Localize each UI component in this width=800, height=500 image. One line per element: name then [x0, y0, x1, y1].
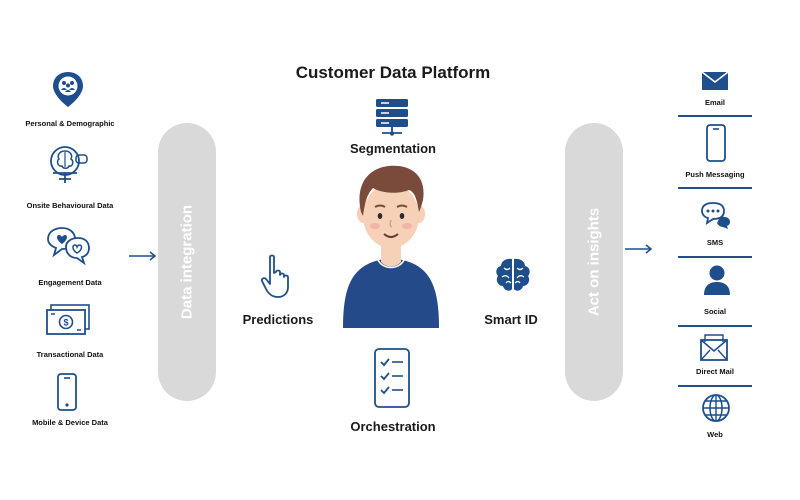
chat-bubbles-icon	[701, 202, 730, 229]
channel-divider	[678, 187, 752, 189]
channel-label-email: Email	[704, 98, 725, 107]
segmentation-label: Segmentation	[350, 141, 436, 156]
act-on-insights-label: Act on insights	[585, 207, 603, 317]
channel-label-sms: SMS	[706, 238, 724, 247]
user-icon	[704, 265, 730, 295]
channel-label-social: Social	[703, 307, 727, 316]
source-label-engagement: Engagement Data	[38, 278, 102, 287]
data-integration-label: Data integration	[178, 204, 196, 320]
channel-label-push: Push Messaging	[685, 170, 745, 179]
money-stack-icon: $	[46, 304, 90, 335]
customer-avatar	[343, 165, 439, 328]
predictions-label: Predictions	[242, 312, 314, 327]
source-label-personal: Personal & Demographic	[25, 119, 115, 128]
channel-label-web: Web	[707, 430, 723, 439]
checklist-icon	[374, 348, 410, 408]
mobile-phone-icon	[57, 373, 77, 411]
server-stack-icon	[376, 99, 408, 136]
channel-divider	[678, 325, 752, 327]
channel-divider	[678, 115, 752, 117]
heart-chat-icon	[47, 227, 90, 265]
input-arrow	[129, 251, 157, 261]
location-pin-people-icon	[53, 72, 83, 107]
diagram-title: Customer Data Platform	[295, 63, 491, 82]
hand-pointer-icon	[260, 254, 289, 298]
smart-id-label: Smart ID	[484, 312, 538, 327]
envelope-icon	[701, 71, 729, 90]
source-label-behavioural: Onsite Behavioural Data	[26, 201, 114, 210]
channel-label-direct-mail: Direct Mail	[696, 367, 734, 376]
globe-icon	[702, 394, 730, 422]
output-arrow	[625, 244, 653, 254]
source-label-mobile: Mobile & Device Data	[32, 418, 108, 427]
source-label-transactional: Transactional Data	[36, 350, 104, 359]
data-integration-pillar: Data integration	[158, 123, 216, 401]
orchestration-label: Orchestration	[350, 419, 436, 434]
channel-divider	[678, 256, 752, 258]
act-on-insights-pillar: Act on insights	[565, 123, 623, 401]
brain-icon	[496, 258, 530, 291]
svg-text:$: $	[63, 318, 68, 328]
mail-letter-icon	[700, 334, 728, 361]
smartphone-icon	[706, 124, 726, 162]
brain-chat-icon	[50, 146, 88, 183]
channel-divider	[678, 385, 752, 387]
